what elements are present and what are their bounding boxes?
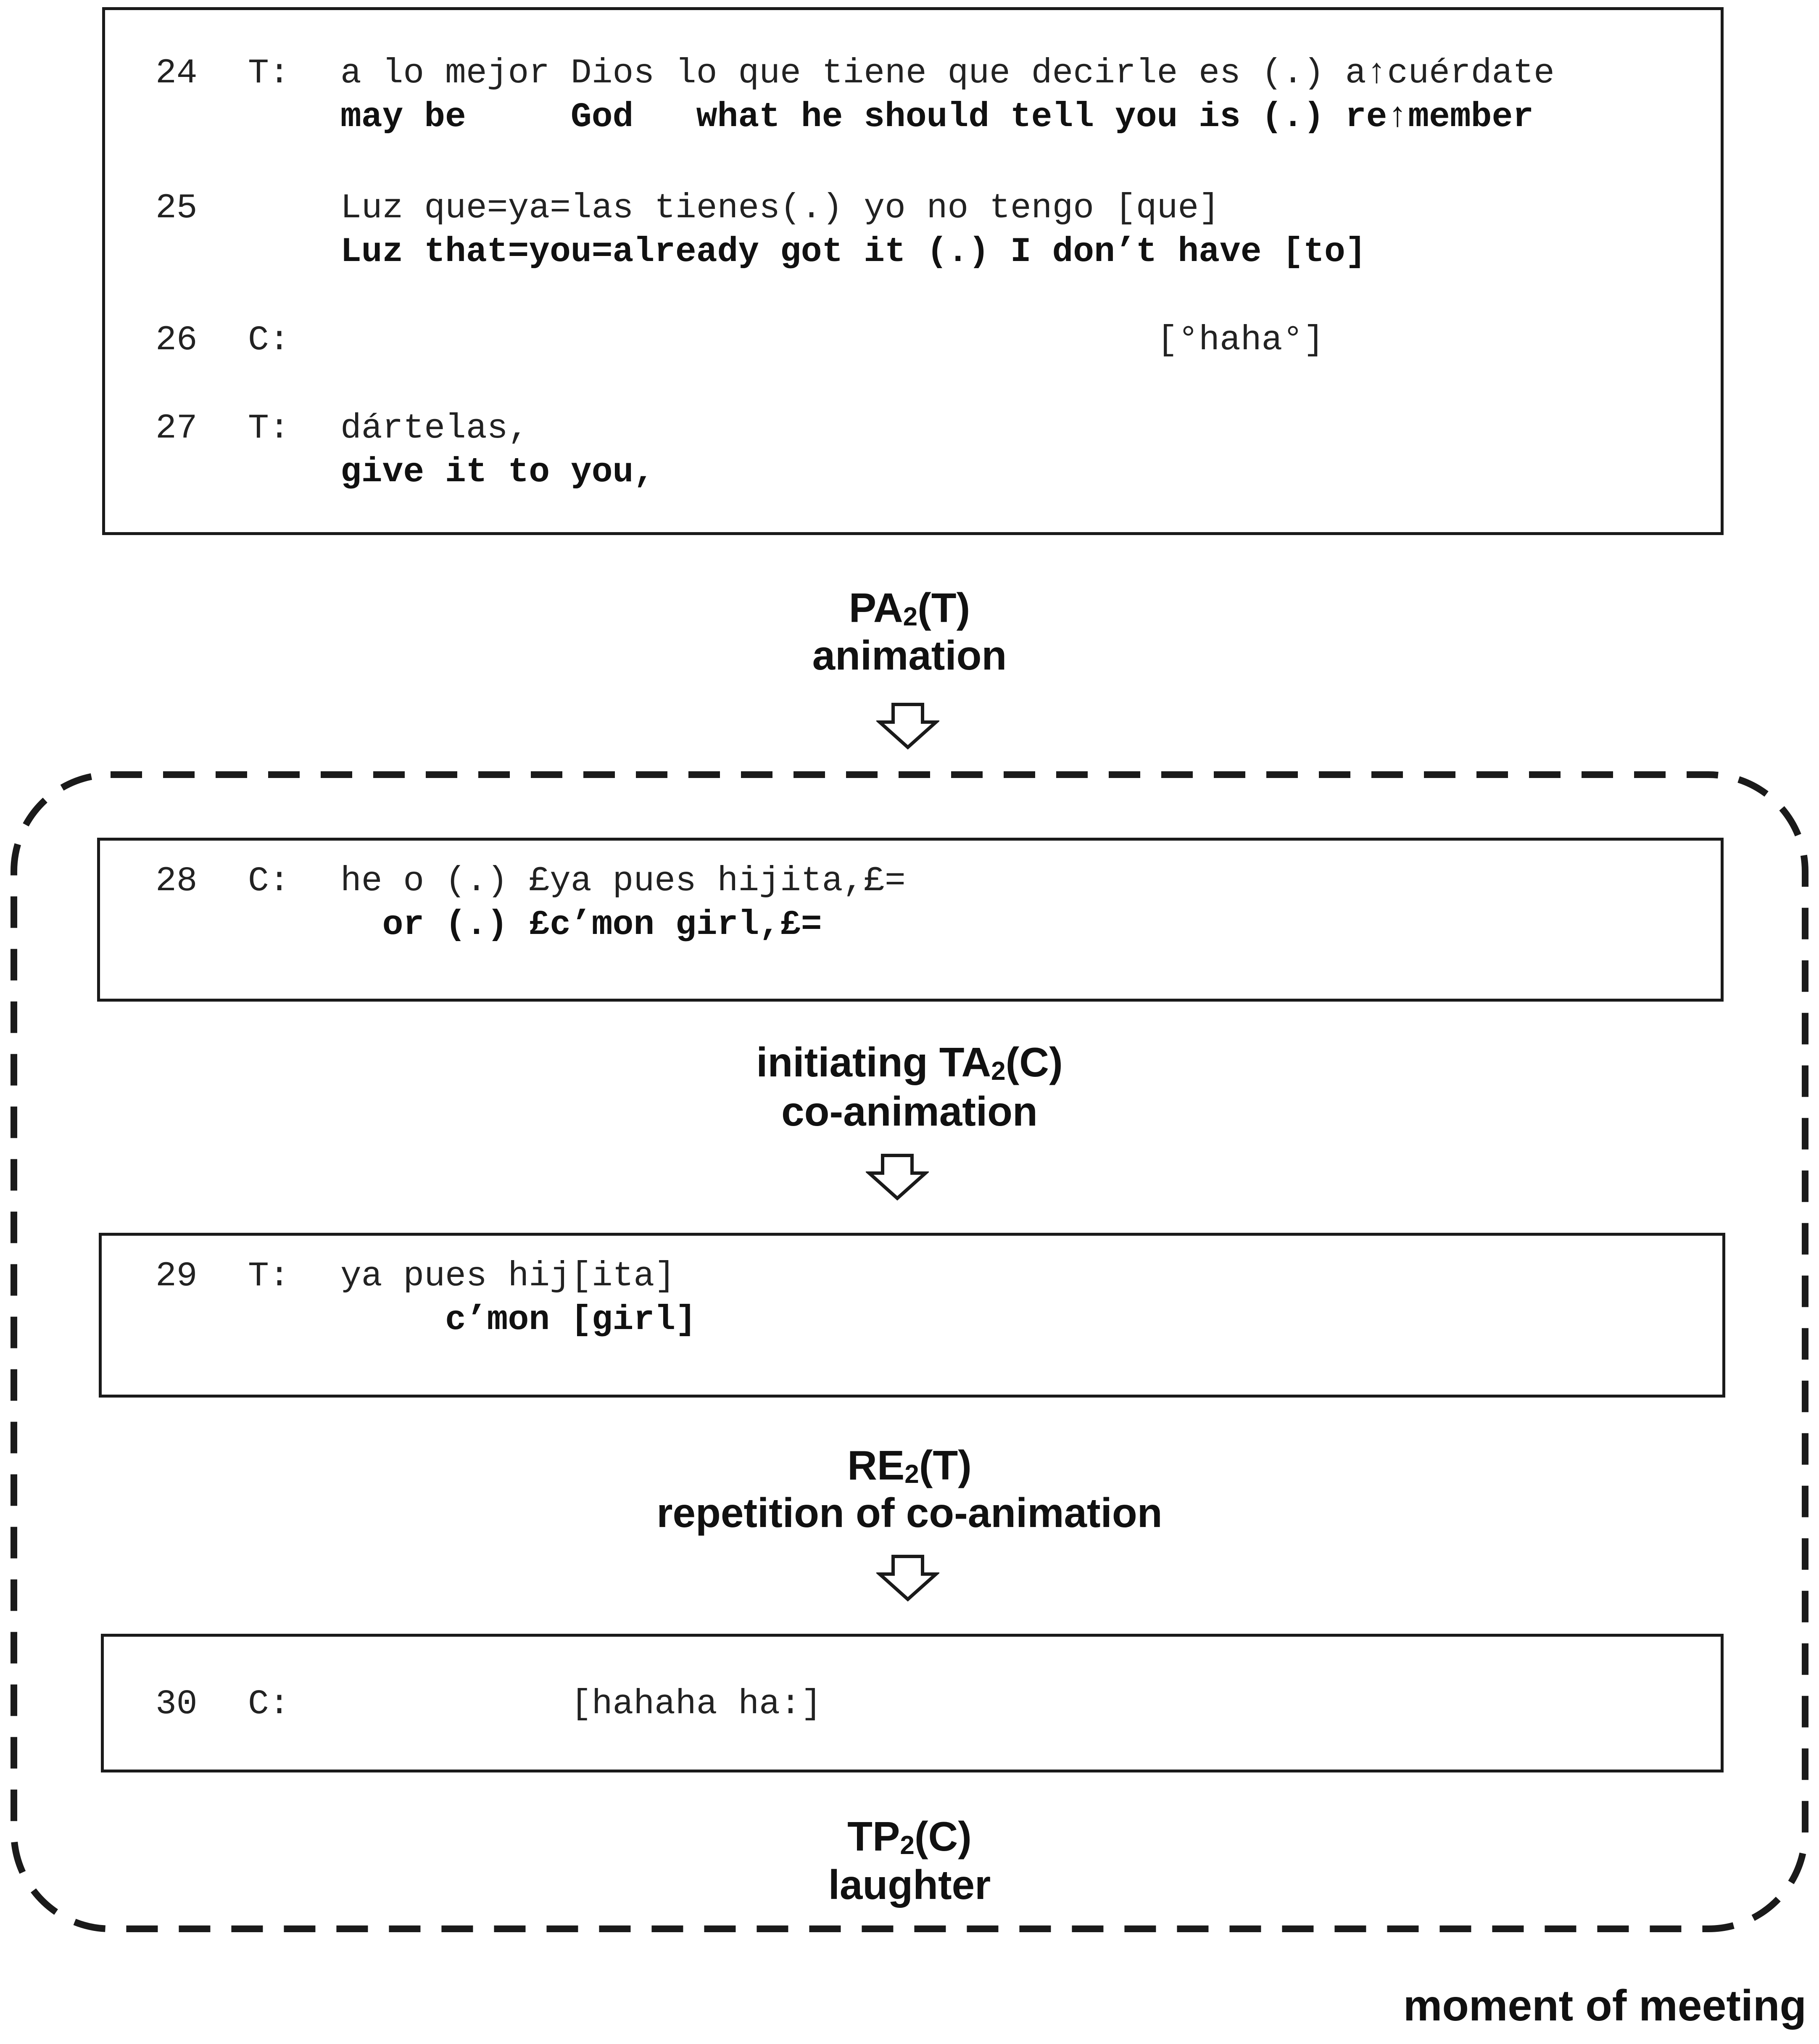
- original-text: he o (.) £ya pues hijita,£=: [340, 861, 906, 901]
- transcript-line-30: 30 C: [hahaha ha:]: [156, 1683, 822, 1893]
- transcript-line-25: 25 Luz que=ya=las tienes(.) yo no tengo …: [156, 187, 1366, 439]
- speaker-label: T:: [248, 409, 290, 448]
- speaker-label: C:: [248, 861, 290, 901]
- label-subscript: 2: [904, 1460, 919, 1489]
- label-code: TA: [939, 1039, 991, 1085]
- label-prefix: initiating: [756, 1039, 939, 1085]
- label-tp2-code: TP2(C): [0, 1812, 1819, 1861]
- down-arrow-icon: [866, 1154, 929, 1201]
- label-pa2-description: animation: [812, 632, 1007, 678]
- label-ta2-description: co-animation: [781, 1088, 1038, 1134]
- original-text: dártelas,: [340, 409, 529, 448]
- transcript-box-line-28: 28 C: he o (.) £ya pues hijita,£= or (.)…: [97, 838, 1724, 1002]
- speaker-label: T:: [248, 1256, 290, 1296]
- transcript-box-line-29: 29 T: ya pues hij[ita] c’mon [girl]: [99, 1233, 1725, 1398]
- transcript-line-24: 24 T: a lo mejor Dios lo que tiene que d…: [156, 52, 1555, 304]
- label-code: PA: [849, 585, 903, 631]
- line-number: 26: [156, 320, 198, 360]
- line-number: 27: [156, 409, 198, 448]
- line-number: 29: [156, 1256, 198, 1296]
- original-text: [°haha°]: [340, 320, 1324, 360]
- line-number: 30: [156, 1684, 198, 1724]
- transcript-line-27: 27 T: dártelas, give it to you,: [156, 407, 654, 659]
- label-role: (T): [919, 1442, 972, 1488]
- speaker-label: C:: [248, 1684, 290, 1724]
- line-number: 25: [156, 188, 198, 228]
- transcript-line-26: 26 C: [°haha°]: [156, 319, 1324, 529]
- moment-of-meeting-caption: moment of meeting: [1403, 1981, 1806, 2030]
- gloss-text: c’mon [girl]: [340, 1300, 696, 1340]
- line-number: 24: [156, 53, 198, 93]
- gloss-text: Luz that=you=already got it (.) I don’t …: [340, 232, 1366, 272]
- original-text: ya pues hij[ita]: [340, 1256, 675, 1296]
- gloss-text: give it to you,: [340, 452, 655, 492]
- label-subscript: 2: [900, 1831, 915, 1860]
- original-text: [hahaha ha:]: [340, 1684, 822, 1724]
- label-role: (C): [1005, 1039, 1063, 1085]
- label-code: TP: [847, 1813, 900, 1859]
- label-tp2-description: laughter: [828, 1862, 991, 1908]
- label-subscript: 2: [991, 1057, 1006, 1086]
- transcript-box-lines-24-27: 24 T: a lo mejor Dios lo que tiene que d…: [102, 7, 1724, 535]
- gloss-text: or (.) £c’mon girl,£=: [340, 905, 822, 944]
- label-re2-code: RE2(T): [0, 1440, 1819, 1490]
- line-number: 28: [156, 861, 198, 901]
- down-arrow-icon: [876, 1555, 939, 1602]
- speaker-label: T:: [248, 53, 290, 93]
- label-re2-description: repetition of co-animation: [656, 1490, 1163, 1536]
- label-code: RE: [847, 1442, 905, 1488]
- original-text: a lo mejor Dios lo que tiene que decirle…: [340, 53, 1555, 93]
- speaker-label: C:: [248, 320, 290, 360]
- transcript-line-29: 29 T: ya pues hij[ita] c’mon [girl]: [156, 1255, 696, 1507]
- label-ta2-code: initiating TA2(C): [0, 1037, 1819, 1087]
- label-subscript: 2: [903, 602, 918, 631]
- label-pa2-code: PA2(T): [0, 583, 1819, 633]
- down-arrow-icon: [876, 703, 939, 750]
- transcript-box-line-30: 30 C: [hahaha ha:]: [101, 1634, 1724, 1772]
- label-role: (C): [914, 1813, 972, 1859]
- original-text: Luz que=ya=las tienes(.) yo no tengo [qu…: [340, 188, 1220, 228]
- transcript-line-28: 28 C: he o (.) £ya pues hijita,£= or (.)…: [156, 860, 906, 1112]
- gloss-text: may be God what he should tell you is (.…: [340, 97, 1534, 137]
- label-role: (T): [917, 585, 970, 631]
